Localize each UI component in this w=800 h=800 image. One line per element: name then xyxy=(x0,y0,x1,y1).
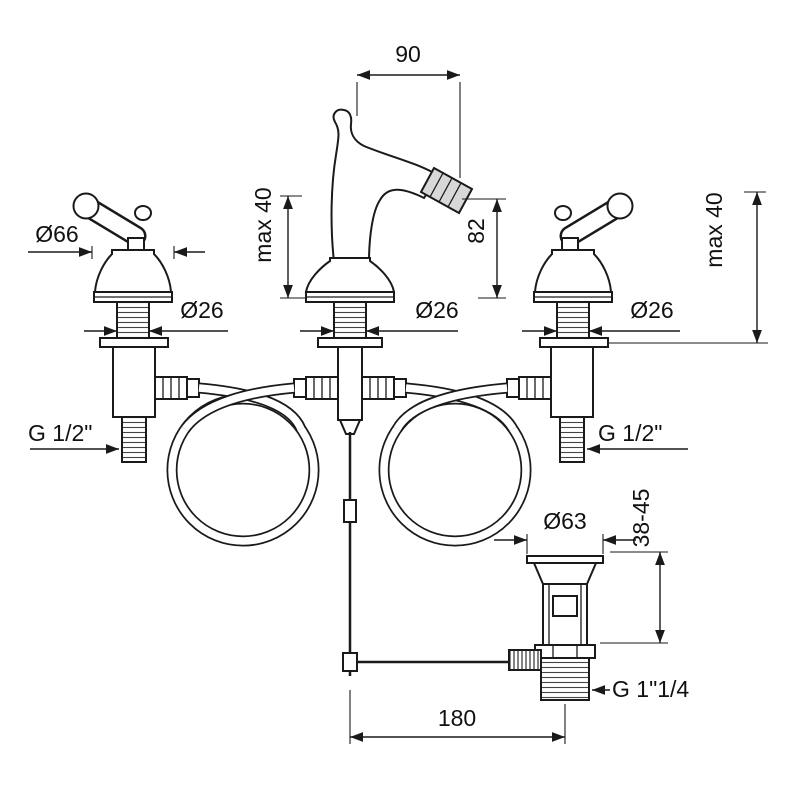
drain-lower-body xyxy=(540,657,590,701)
hose-crimp-left-valve xyxy=(186,378,200,398)
hose-crimp-center-right xyxy=(393,378,407,398)
right-handle-cap xyxy=(554,205,572,221)
left-handle-bell xyxy=(93,249,173,293)
right-hex-connector xyxy=(518,376,552,400)
label-centre-distance: 180 xyxy=(438,705,476,731)
drain-flange-taper xyxy=(532,562,598,585)
rod-clamp xyxy=(342,652,358,672)
label-shank-dia-right: Ø26 xyxy=(630,297,673,323)
dimension-labels: 90 max 40 82 max 40 Ø66 Ø26 Ø26 Ø26 G 1/… xyxy=(28,41,727,731)
left-valve-body xyxy=(112,346,156,418)
label-shank-dia-center: Ø26 xyxy=(415,297,458,323)
label-drain-dia: Ø63 xyxy=(543,508,586,534)
drain-nut xyxy=(534,644,596,659)
hose-loop-right xyxy=(378,382,532,547)
rod-taper xyxy=(338,419,362,435)
label-outlet-height: 82 xyxy=(463,218,489,244)
drain-knurled-knob xyxy=(508,649,542,671)
label-spout-reach: 90 xyxy=(395,41,421,67)
right-handle-bell xyxy=(533,249,613,293)
left-handle-cap xyxy=(134,205,152,221)
right-tailpiece xyxy=(559,416,585,463)
center-hex-left xyxy=(305,376,339,400)
label-shank-dia-left: Ø26 xyxy=(180,297,223,323)
left-hex-connector xyxy=(154,376,188,400)
right-locknut xyxy=(539,337,609,348)
left-lever-tip xyxy=(72,192,100,220)
drain-flange-rim xyxy=(526,555,604,564)
left-shank xyxy=(116,301,150,339)
label-handle-dia: Ø66 xyxy=(35,221,78,247)
label-deck-max-left: max 40 xyxy=(250,187,276,262)
label-drain-thread: G 1"1/4 xyxy=(612,676,689,702)
center-hex-right xyxy=(361,376,395,400)
spout-body xyxy=(330,108,440,263)
label-thread-left: G 1/2" xyxy=(28,420,92,446)
hose-loop-left xyxy=(166,382,320,547)
right-lever-tip xyxy=(606,192,634,220)
left-handle-post xyxy=(127,237,145,251)
label-drain-range: 38-45 xyxy=(628,489,654,548)
aerator xyxy=(419,166,474,215)
drain-assembly xyxy=(508,555,604,701)
center-locknut xyxy=(317,337,383,348)
pop-up-rod xyxy=(342,432,541,676)
right-handle-unit xyxy=(506,192,634,463)
hose-crimp-center-left xyxy=(293,378,307,398)
left-tailpiece xyxy=(121,416,147,463)
center-shank xyxy=(333,301,367,339)
rod-coupling xyxy=(343,499,357,523)
right-shank xyxy=(556,301,590,339)
center-mixer xyxy=(293,108,474,435)
hose-crimp-right-valve xyxy=(506,378,520,398)
label-deck-max-right: max 40 xyxy=(701,192,727,267)
drain-window xyxy=(552,595,578,617)
spout-base-bell xyxy=(304,257,396,293)
left-locknut xyxy=(99,337,169,348)
label-thread-right: G 1/2" xyxy=(598,420,662,446)
dimensions xyxy=(28,70,768,744)
right-valve-body xyxy=(550,346,594,418)
right-handle-post xyxy=(561,237,579,251)
center-fitting-body xyxy=(337,346,363,421)
